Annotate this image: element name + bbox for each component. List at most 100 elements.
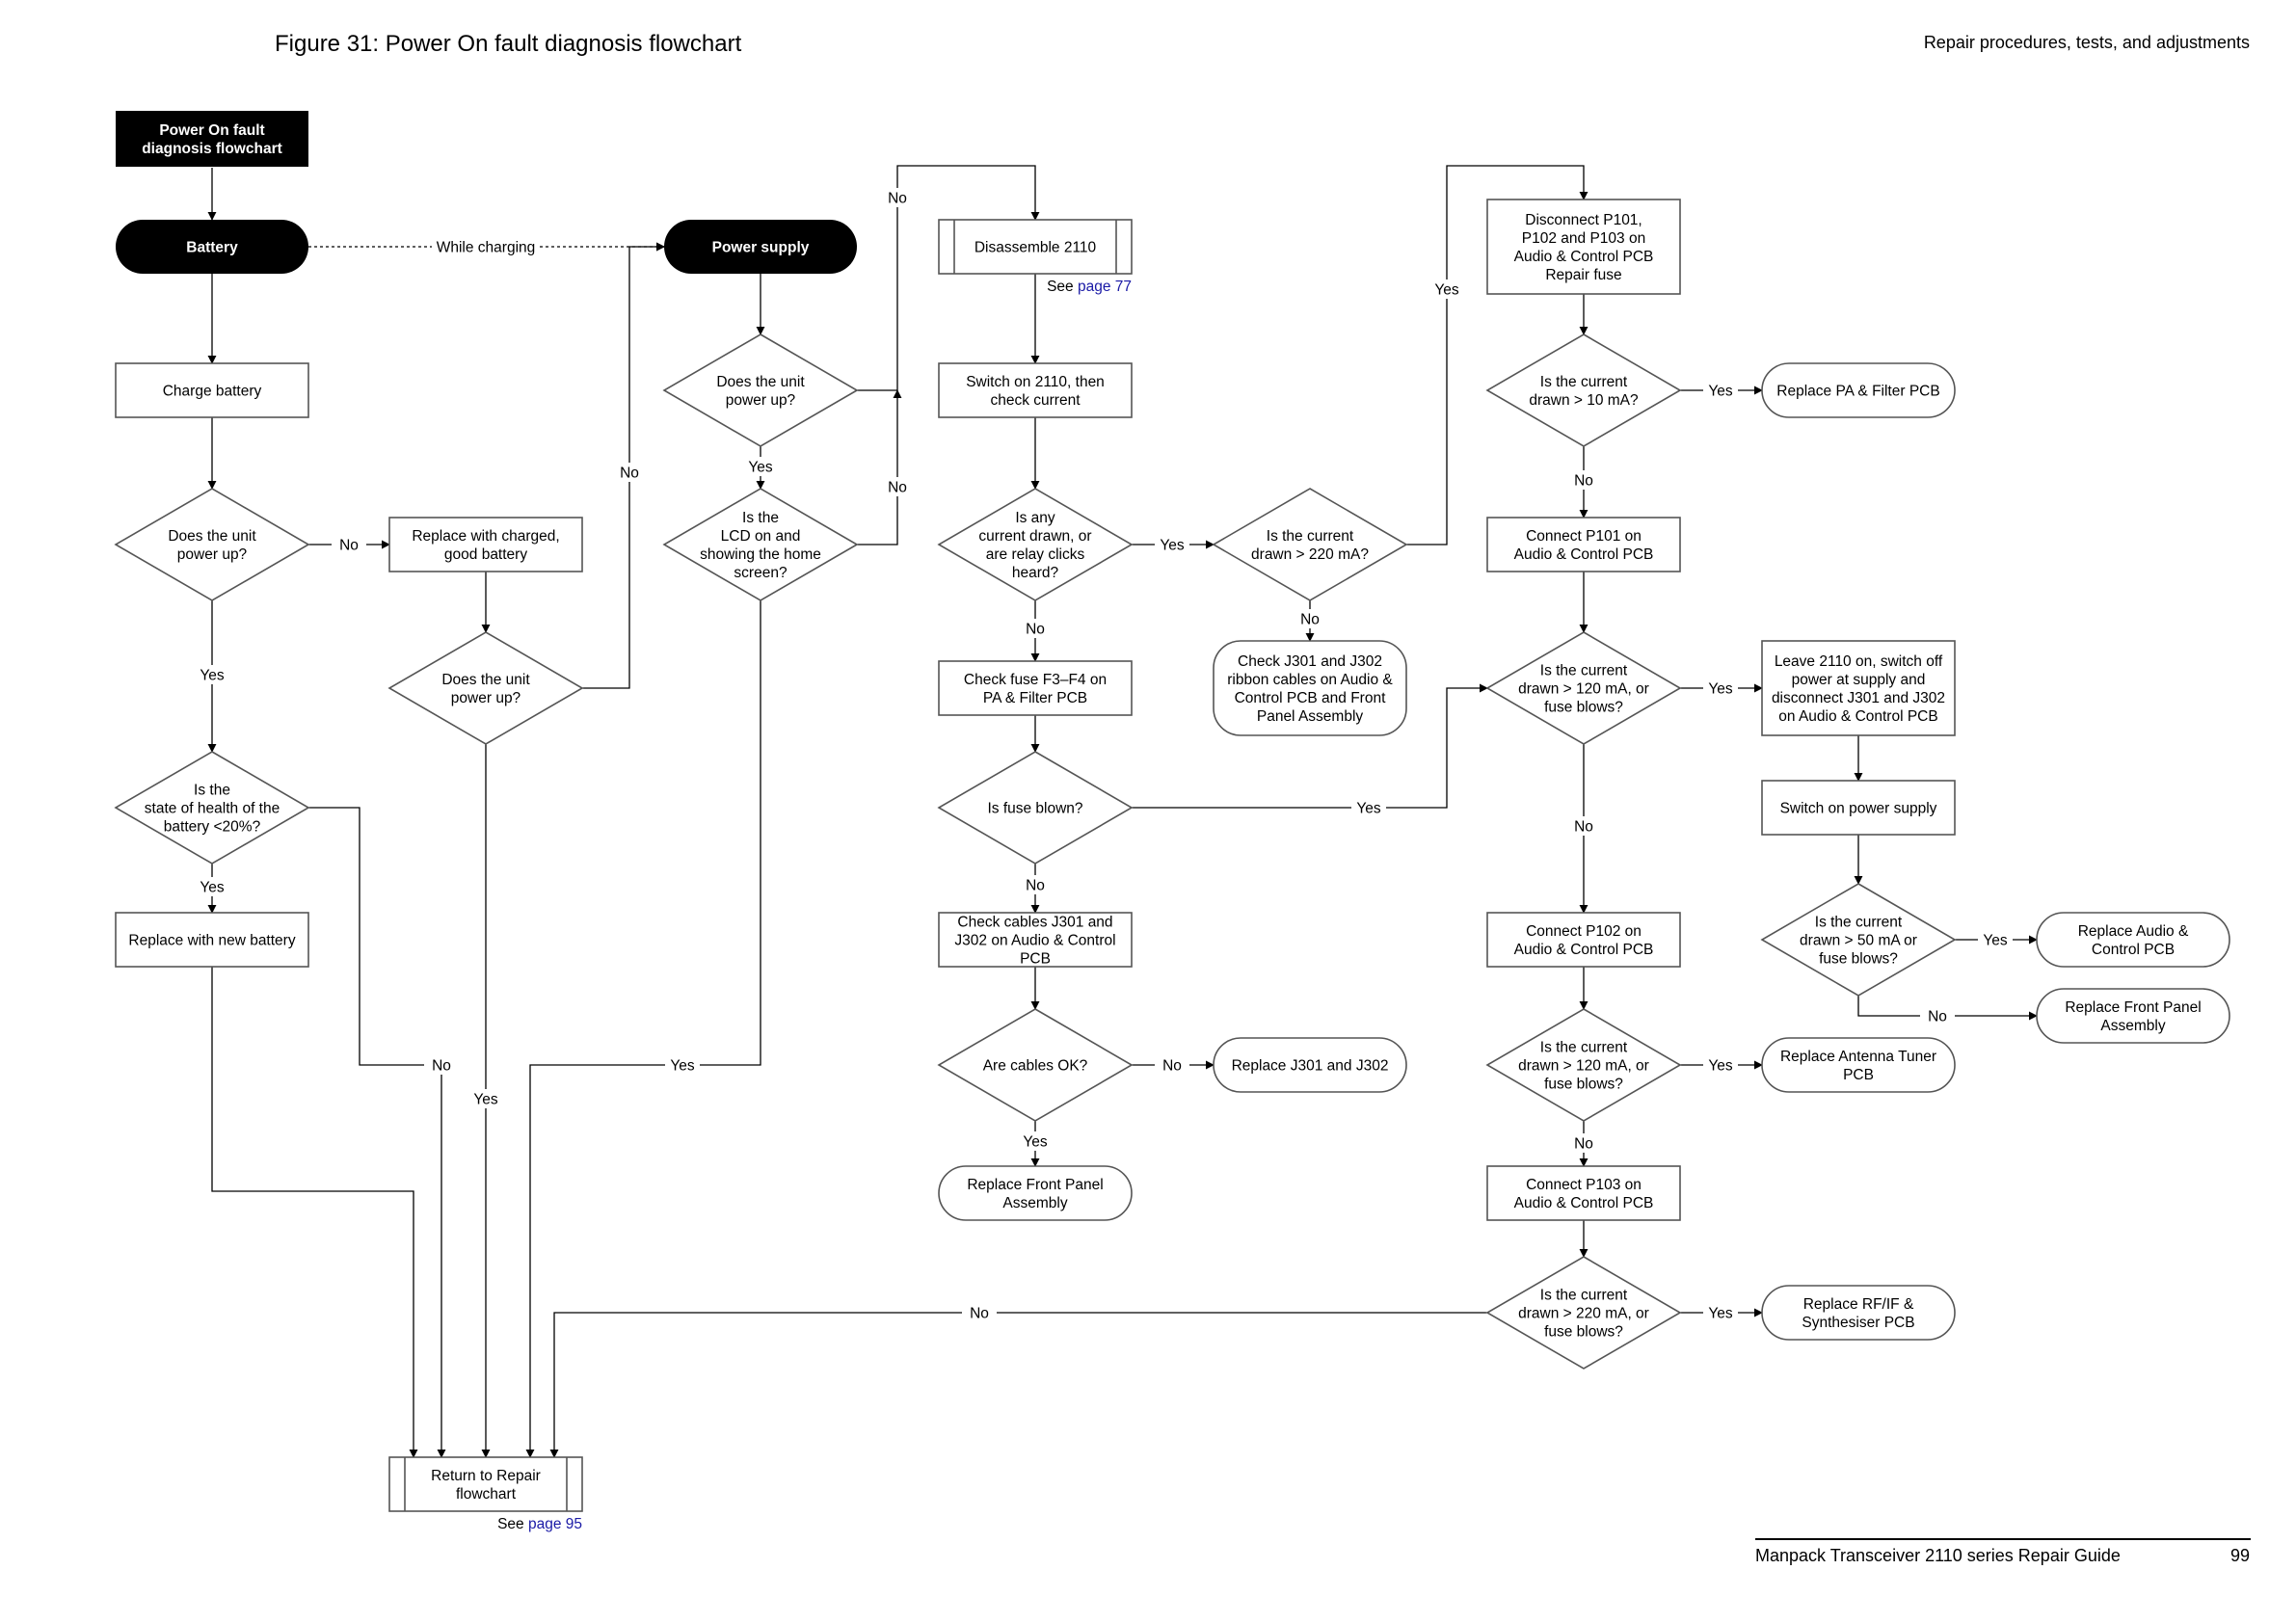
- node-text-line: screen?: [734, 565, 788, 581]
- edge-label-bg: [1978, 930, 2013, 949]
- node-text-line: J302 on Audio & Control: [954, 933, 1115, 949]
- node-battery: Battery: [116, 220, 308, 274]
- edge-label-bg: [665, 1055, 700, 1075]
- node-text-line: Replace J301 and J302: [1232, 1058, 1389, 1075]
- terminator-shape: [938, 1165, 1133, 1221]
- edge-label-bg: [880, 477, 915, 496]
- connector: [549, 1312, 1487, 1458]
- node-text-line: Switch on 2110, then: [966, 374, 1105, 390]
- footer-page-number: 99: [2229, 1546, 2250, 1565]
- footer-guide-title: Manpack Transceiver 2110 series Repair G…: [1755, 1546, 2121, 1565]
- node-text-line: Check J301 and J302: [1238, 653, 1382, 670]
- node-text-line: Does the unit: [168, 528, 256, 545]
- node-text-line: Are cables OK?: [983, 1058, 1088, 1075]
- edge-label-yes: Yes: [200, 880, 225, 896]
- node-text-line: Audio & Control PCB: [1514, 942, 1654, 958]
- node-text-line: Is the current: [1540, 1040, 1628, 1056]
- section-header: Repair procedures, tests, and adjustment…: [1923, 33, 2250, 52]
- node-text-line: disconnect J301 and J302: [1772, 690, 1945, 706]
- edge-label-bg: [1703, 1303, 1738, 1322]
- edge-label-yes: Yes: [1708, 384, 1733, 400]
- node-charge-battery: Charge battery: [115, 362, 309, 418]
- node-text-line: Replace PA & Filter PCB: [1776, 384, 1939, 400]
- node-text-line: power up?: [177, 546, 248, 563]
- node-text-line: Replace Audio &: [2078, 923, 2189, 940]
- node-text-line: Check cables J301 and: [957, 915, 1112, 931]
- edge-label-no: No: [1026, 878, 1045, 894]
- decision-shape: [662, 333, 859, 447]
- process-box-shape: [115, 912, 309, 968]
- edge-label-bg: [1703, 678, 1738, 698]
- terminator-shape: [1761, 362, 1956, 418]
- node-text-line: Power supply: [712, 240, 810, 256]
- edge-label-no: No: [1162, 1058, 1182, 1075]
- title-box-shape: [116, 111, 308, 167]
- decision-shape: [1485, 1256, 1682, 1370]
- subprocess-box-shape: [938, 219, 1133, 275]
- node-text-line: Is the: [742, 510, 779, 526]
- edge-label-bg: [1018, 619, 1053, 638]
- reference-link[interactable]: page 77: [1078, 279, 1132, 295]
- edge-label-bg: [1566, 470, 1601, 490]
- connector: [1857, 996, 2038, 1021]
- terminator-shape: [1213, 1037, 1407, 1093]
- edge-label-no: No: [1574, 1136, 1593, 1153]
- connector: [308, 807, 446, 1458]
- node-switch-ps: Switch on power supply: [1761, 780, 1956, 836]
- node-text-line: Synthesiser PCB: [1802, 1315, 1914, 1331]
- edge-label-yes: Yes: [748, 460, 773, 476]
- edge-label-yes: Yes: [1434, 282, 1459, 299]
- edge-label-bg: [1018, 875, 1053, 894]
- node-text-line: Replace with charged,: [412, 528, 559, 545]
- edge-label-bg: [880, 188, 915, 207]
- node-new-battery: Replace with new battery: [115, 912, 309, 968]
- process-box-shape: [1761, 780, 1956, 836]
- node-text-line: drawn > 10 mA?: [1529, 392, 1639, 409]
- connector: [211, 967, 418, 1458]
- edge-label-bg: [1566, 1133, 1601, 1153]
- edge-label-bg: [1566, 816, 1601, 836]
- edge-label-no: No: [970, 1306, 989, 1322]
- connector: [857, 389, 902, 545]
- process-box-shape: [388, 517, 583, 572]
- decision-shape: [1485, 333, 1682, 447]
- node-text-line: Check fuse F3–F4 on: [964, 672, 1107, 688]
- node-replace-rf: Replace RF/IF &Synthesiser PCB: [1761, 1285, 1956, 1341]
- node-text-line: Replace Front Panel: [967, 1177, 1103, 1193]
- node-text-line: Battery: [186, 240, 238, 256]
- connector: [1132, 683, 1488, 809]
- edge-label-bg: [432, 237, 540, 256]
- terminator-shape: [1761, 1285, 1956, 1341]
- node-text-line: Audio & Control PCB: [1514, 546, 1654, 563]
- edge-label-no: No: [339, 538, 359, 554]
- reference-link[interactable]: page 95: [528, 1516, 582, 1532]
- edge-label-yes: Yes: [1708, 1306, 1733, 1322]
- process-box-shape: [1761, 640, 1956, 736]
- node-text-line: power up?: [451, 690, 521, 706]
- edge-label-yes: Yes: [200, 668, 225, 684]
- node-text-line: Connect P103 on: [1526, 1177, 1642, 1193]
- node-text-line: Connect P101 on: [1526, 528, 1642, 545]
- edge-label-bg: [195, 877, 229, 896]
- node-text-line: flowchart: [456, 1486, 517, 1503]
- edge-label-yes: Yes: [670, 1058, 695, 1075]
- terminal-shape: [116, 220, 308, 274]
- node-text-line: Is any: [1015, 510, 1055, 526]
- edge-label-no: No: [888, 480, 907, 496]
- node-text-line: Disconnect P101,: [1525, 212, 1642, 228]
- node-disassemble: Disassemble 2110: [938, 219, 1133, 275]
- reference-prefix: See: [497, 1516, 528, 1532]
- node-text-line: Is the current: [1540, 663, 1628, 679]
